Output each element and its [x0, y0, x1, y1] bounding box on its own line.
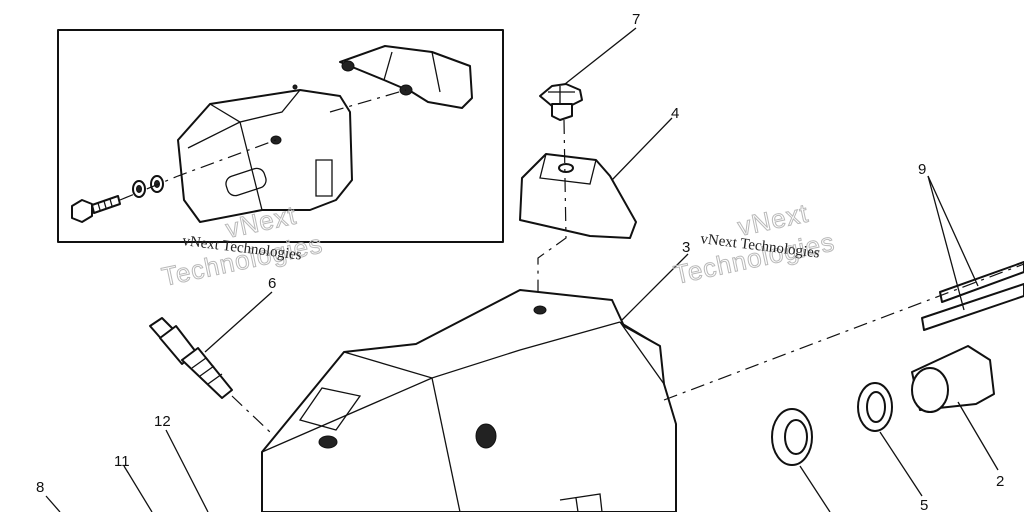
main-housing	[261, 253, 689, 512]
fitting-axis-line	[231, 395, 271, 433]
callout-4: 4	[671, 105, 679, 122]
leader-4	[611, 117, 673, 181]
part-6-fitting	[149, 291, 273, 399]
callout-9: 9	[918, 161, 926, 178]
callout-7: 7	[632, 11, 640, 28]
watermark-left: vNext Technologies vNext Technologies	[159, 199, 326, 292]
callout-3: 3	[682, 239, 690, 256]
callout-2: 2	[996, 473, 1004, 490]
part-2-bushing	[911, 345, 999, 471]
inset-frame	[57, 29, 504, 243]
inset-housing	[177, 84, 353, 223]
leader-3	[621, 253, 689, 321]
watermark-right: vNext Technologies vNext Technologies	[671, 197, 838, 290]
inset-bolt	[71, 175, 164, 223]
leader-ring	[799, 465, 831, 512]
callout-6: 6	[268, 275, 276, 292]
callout-5: 5	[920, 497, 928, 512]
part-4-bracket	[519, 117, 673, 239]
callout-8: 8	[36, 479, 44, 496]
inset-axis-line-2	[329, 89, 407, 113]
leader-11	[123, 465, 153, 512]
leader-6	[204, 291, 273, 353]
part-9-rods	[921, 175, 1024, 331]
callout-12: 12	[154, 413, 171, 430]
part-7-cap	[539, 27, 637, 121]
inset-axis-line-1	[119, 139, 277, 201]
bearing-ring	[771, 408, 831, 512]
shaft-axis-line	[663, 263, 1024, 401]
leader-12	[165, 429, 209, 512]
leader-7	[564, 27, 637, 85]
callout-11: 11	[114, 453, 130, 470]
part-5-washer	[857, 382, 923, 497]
vertical-axis-line	[537, 119, 567, 300]
leader-9a	[927, 175, 979, 287]
leader-2	[957, 401, 999, 471]
leader-5	[879, 431, 923, 497]
leader-9b	[927, 175, 965, 311]
inset-bracket	[339, 45, 473, 109]
leader-8	[45, 495, 61, 512]
inset-detail	[57, 29, 504, 243]
